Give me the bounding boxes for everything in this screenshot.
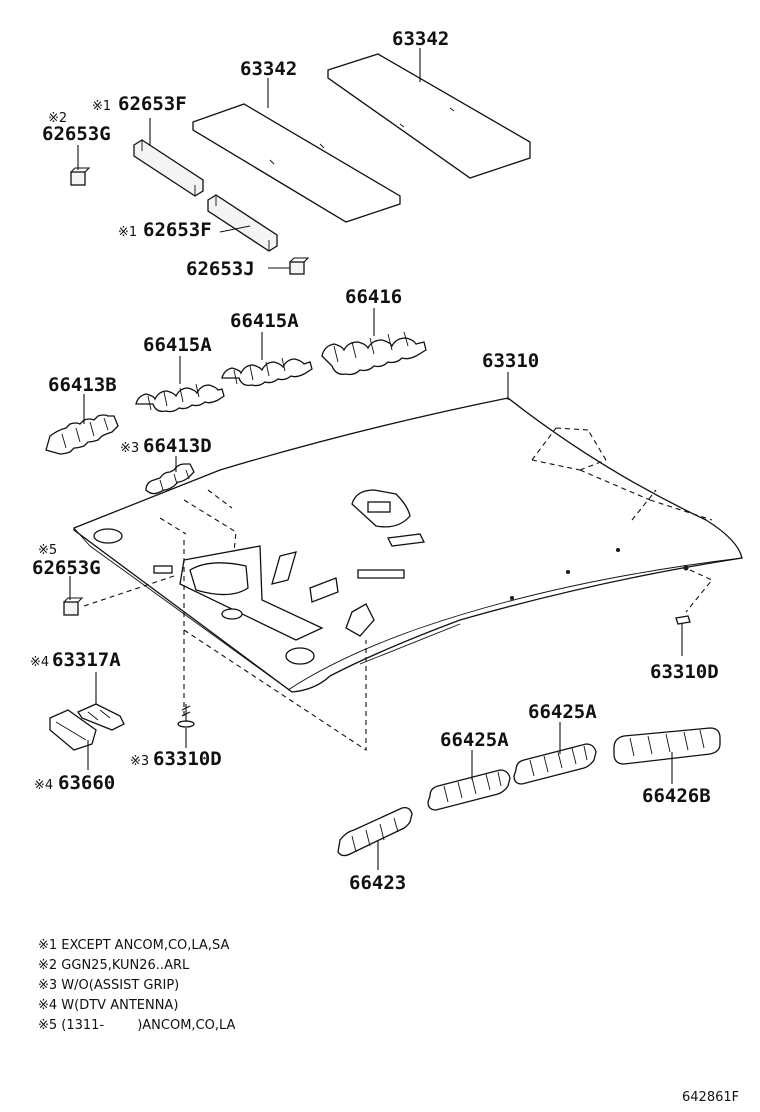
label-63342-right: 63342 [392,28,449,50]
clip-62653g-bottom [63,597,84,616]
label-63310d-right: 63310D [650,661,719,683]
label-63660: 63660 [58,772,115,794]
clamp-66415a-left [135,383,225,413]
clamp-66425a-left [427,769,511,811]
label-66416: 66416 [345,286,402,308]
clip-62653g-top [70,167,91,186]
label-66413d: 66413D [143,435,212,457]
label-66425a-left: 66425A [440,729,509,751]
label-66425a-right: 66425A [528,701,597,723]
screw-63310d-left [177,704,195,728]
headliner-assembly [73,397,743,693]
label-62653f-mid: 62653F [143,219,212,241]
label-66423: 66423 [349,872,406,894]
clamp-66425a-right [513,743,597,785]
label-63310d-left: 63310D [153,748,222,770]
label-62653g-bottom-mark: ※5 [38,543,57,558]
label-63342-left: 63342 [240,58,297,80]
antenna-63660 [49,709,97,751]
clamp-66413d [145,463,195,495]
label-63317a: 63317A [52,649,121,671]
label-63317a-mark: ※4 [30,655,49,670]
footnote-2: ※2 GGN25,KUN26..ARL [38,958,190,973]
label-66415a-left: 66415A [143,334,212,356]
label-66413d-mark: ※3 [120,441,139,456]
clamp-66413b [45,414,119,455]
label-62653g-bottom: 62653G [32,557,101,579]
label-66426b: 66426B [642,785,711,807]
footnote-4: ※4 W(DTV ANTENNA) [38,998,178,1013]
clamp-66423 [337,806,413,857]
label-63660-mark: ※4 [34,778,53,793]
clamp-66426b [613,727,721,765]
label-62653f-mid-mark: ※1 [118,225,137,240]
label-66415a-right: 66415A [230,310,299,332]
label-63310d-left-mark: ※3 [130,754,149,769]
clip-62653j [289,257,310,275]
label-62653g-top: 62653G [42,123,111,145]
diagram-code: 642861F [682,1090,739,1105]
clip-62653f-mid [207,194,278,252]
screw-63310d-right [675,615,691,640]
label-66413b: 66413B [48,374,117,396]
label-62653f-top-mark: ※1 [92,99,111,114]
clip-62653f-top [133,139,204,197]
footnote-3: ※3 W/O(ASSIST GRIP) [38,978,179,993]
roof-pad-right [327,53,531,179]
label-63310: 63310 [482,350,539,372]
clamp-66415a-right [221,357,313,387]
clamp-66416 [321,331,427,376]
footnote-1: ※1 EXCEPT ANCOM,CO,LA,SA [38,938,229,953]
footnote-5: ※5 (1311- )ANCOM,CO,LA [38,1018,236,1033]
label-62653g-top-mark: ※2 [48,111,67,126]
roof-pad-left [192,103,401,223]
label-62653f-top: 62653F [118,93,187,115]
label-62653j: 62653J [186,258,255,280]
